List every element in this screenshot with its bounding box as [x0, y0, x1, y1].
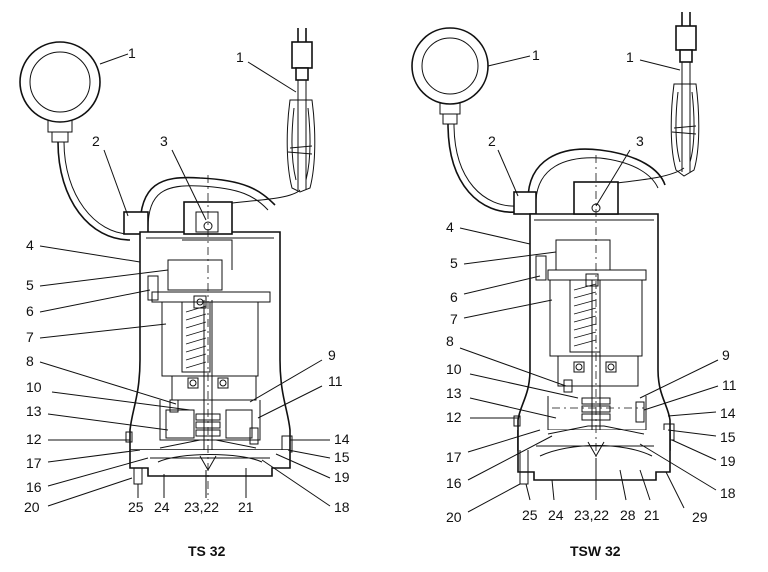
callout-label: 14	[334, 431, 350, 447]
callout-label: 23,22	[184, 499, 219, 515]
callout-label: 24	[154, 499, 170, 515]
callout-label: 17	[26, 455, 42, 471]
callout-label: 3	[636, 133, 644, 149]
callout-label: 6	[26, 303, 34, 319]
float-cable	[447, 123, 519, 213]
float-cable	[57, 141, 131, 241]
callout-label: 15	[334, 449, 350, 465]
callout-label: 9	[722, 347, 730, 363]
callout-label: 3	[160, 133, 168, 149]
callout-label: 16	[26, 479, 42, 495]
callout-label: 12	[446, 409, 462, 425]
callout-label: 2	[488, 133, 496, 149]
callout-label: 15	[720, 429, 736, 445]
shaft	[203, 300, 213, 470]
pump-tsw32: 1 1 2 3 4 5 6 7 8 9 10 11 12 13 14 15 16…	[411, 12, 737, 559]
callout-label: 19	[720, 453, 736, 469]
callout-label: 21	[238, 499, 254, 515]
callout-label: 29	[692, 509, 708, 525]
callout-label: 8	[446, 333, 454, 349]
callout-label: 1	[626, 49, 634, 65]
pump-base	[129, 450, 291, 477]
callout-label: 7	[450, 311, 458, 327]
callout-label: 11	[328, 373, 343, 389]
callout-label: 19	[334, 469, 350, 485]
callout-label: 14	[720, 405, 736, 421]
callout-label: 1	[128, 45, 136, 61]
callout-label: 9	[328, 347, 336, 363]
rotor	[573, 283, 597, 347]
callout-label: 25	[128, 499, 144, 515]
callout-label: 4	[26, 237, 34, 253]
pump-base	[517, 430, 671, 481]
shaft	[591, 280, 601, 456]
callout-label: 4	[446, 219, 454, 235]
figure-caption: TSW 32	[570, 543, 621, 559]
cable-bundle	[286, 88, 316, 193]
callout-label: 13	[26, 403, 42, 419]
callout-label: 20	[24, 499, 40, 515]
callout-label: 12	[26, 431, 42, 447]
callout-label: 5	[450, 255, 458, 271]
callout-label: 24	[548, 507, 564, 523]
callout-label: 13	[446, 385, 462, 401]
figure-caption: TS 32	[188, 543, 226, 559]
callouts-ts32: 1 1 2 3 4 5 6 7 8 9 10 11 12 13 14 15 16…	[24, 45, 350, 515]
callout-label: 17	[446, 449, 462, 465]
callout-label: 11	[722, 377, 737, 393]
cable-junction	[123, 211, 149, 235]
callout-label: 7	[26, 329, 34, 345]
mains-plug	[291, 28, 313, 90]
callout-label: 5	[26, 277, 34, 293]
float-switch	[19, 41, 101, 143]
callout-label: 10	[446, 361, 462, 377]
cable-junction	[513, 191, 537, 215]
callout-label: 1	[236, 49, 244, 65]
rotor	[185, 305, 207, 369]
callout-label: 6	[450, 289, 458, 305]
pump-ts32: 1 1 2 3 4 5 6 7 8 9 10 11 12 13 14 15 16…	[19, 28, 350, 559]
mains-plug	[675, 12, 697, 72]
callout-label: 21	[644, 507, 660, 523]
power-cable	[527, 148, 666, 201]
callout-label: 1	[532, 47, 540, 63]
leader-lines-tsw32	[459, 55, 719, 513]
callout-label: 18	[334, 499, 350, 515]
callout-label: 10	[26, 379, 42, 395]
callout-label: 8	[26, 353, 34, 369]
callout-label: 28	[620, 507, 636, 523]
power-cable	[139, 176, 276, 229]
callout-label: 23,22	[574, 507, 609, 523]
cable-bundle	[670, 70, 700, 177]
callouts-tsw32: 1 1 2 3 4 5 6 7 8 9 10 11 12 13 14 15 16…	[446, 47, 737, 525]
leader-lines-ts32	[39, 53, 331, 507]
callout-label: 18	[720, 485, 736, 501]
callout-label: 25	[522, 507, 538, 523]
callout-label: 20	[446, 509, 462, 525]
float-switch	[411, 27, 489, 125]
callout-label: 16	[446, 475, 462, 491]
callout-label: 2	[92, 133, 100, 149]
